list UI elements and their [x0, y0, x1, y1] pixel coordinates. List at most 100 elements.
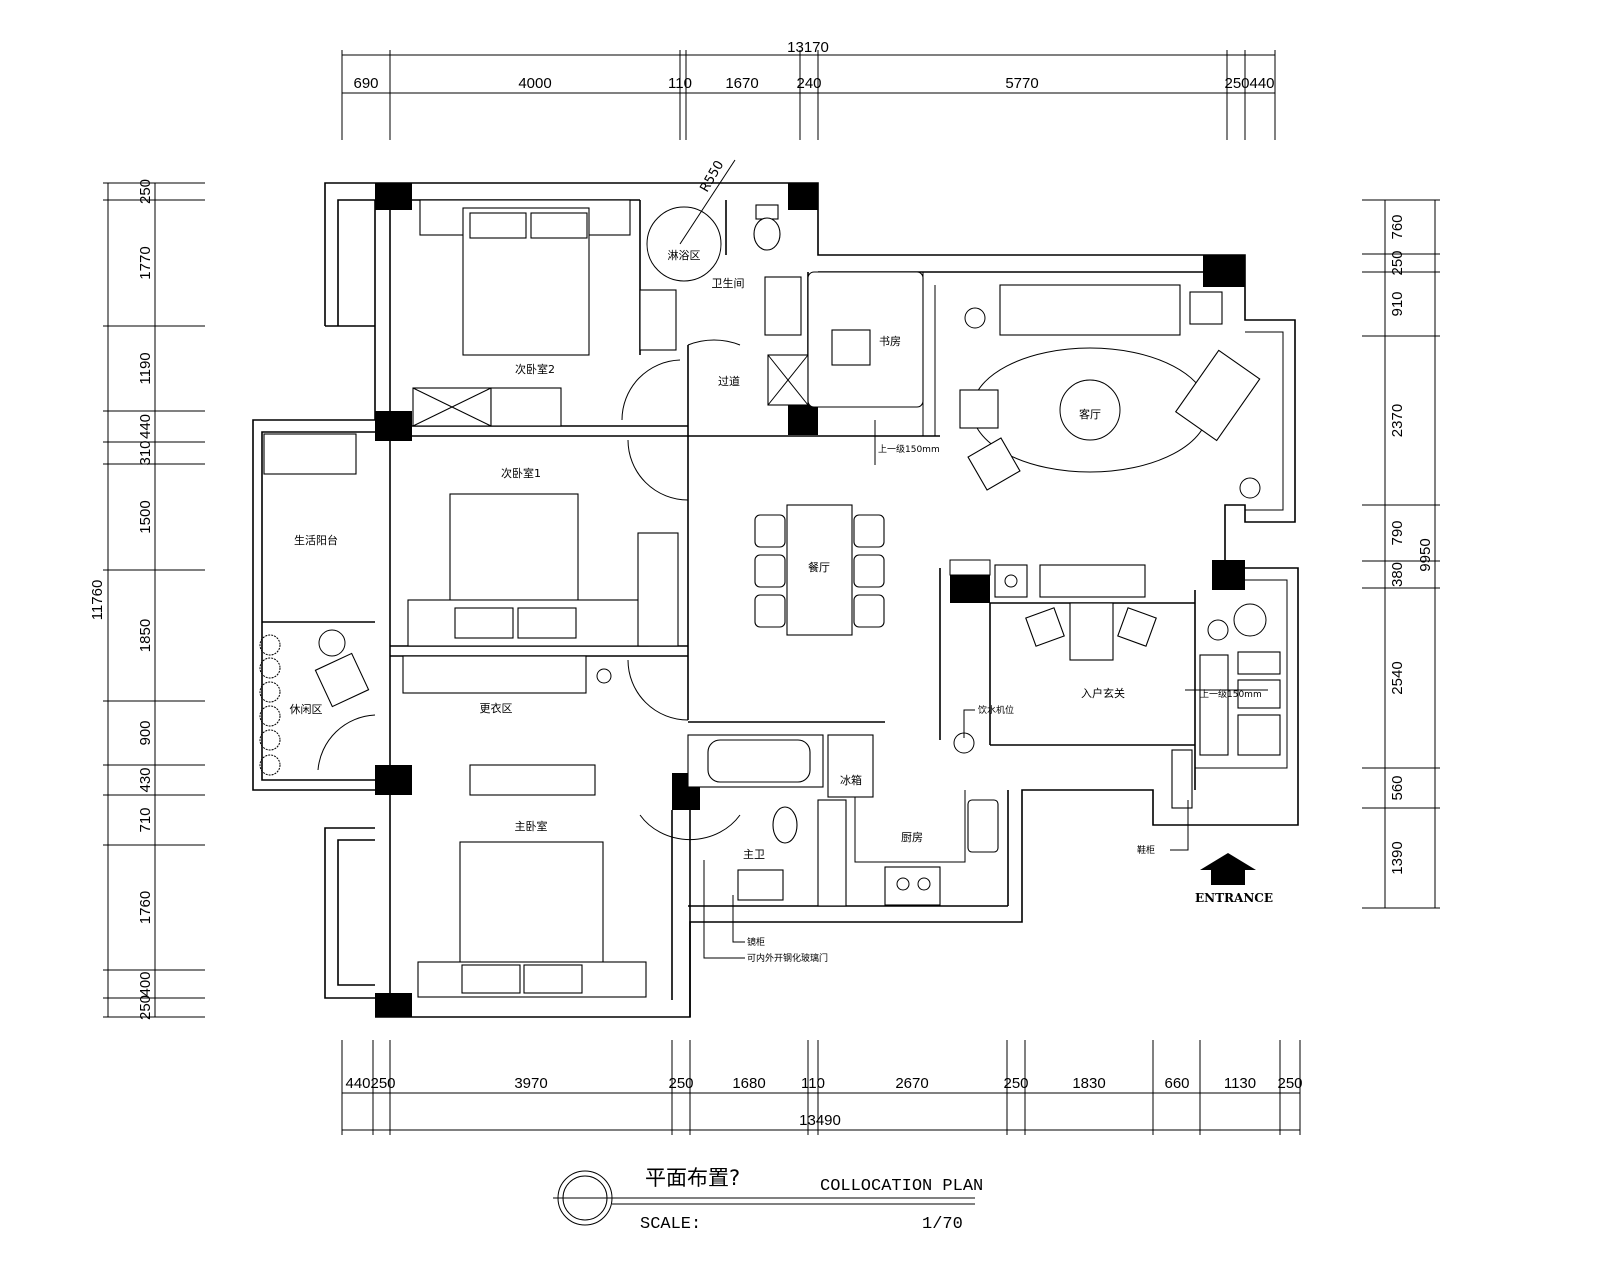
- coffee-table-icon: [1059, 379, 1121, 441]
- basin-icon: [737, 869, 784, 901]
- dim-left: 710: [137, 807, 154, 832]
- dim-top: 5770: [1005, 75, 1038, 92]
- plan-title-en: COLLOCATION PLAN: [820, 1177, 983, 1196]
- chair-icon: [853, 514, 885, 548]
- plan-title-cn: 平面布置?: [645, 1166, 740, 1190]
- chair-icon: [754, 554, 786, 588]
- chair-icon: [754, 594, 786, 628]
- entrance-label: ENTRANCE: [1195, 891, 1273, 905]
- room-label-kitchen: 厨房: [901, 831, 923, 844]
- dim-left: 250: [137, 179, 154, 204]
- entrance-arrow-icon: [1200, 853, 1256, 885]
- dim-bottom: 250: [370, 1075, 395, 1092]
- dim-bottom-total: 13490: [799, 1112, 841, 1129]
- dim-left: 1770: [137, 246, 154, 279]
- plant-icon: [259, 634, 281, 656]
- note-shoe-cabinet: 鞋柜: [1137, 844, 1155, 856]
- note-mirror-cabinet: 镜柜: [747, 936, 765, 948]
- dim-left: 250: [137, 995, 154, 1020]
- dim-top: 4000: [518, 75, 551, 92]
- wardrobe-icon: [637, 532, 679, 647]
- stove-icon: [884, 866, 941, 906]
- toilet-icon: [753, 217, 781, 251]
- dim-right: 790: [1389, 520, 1406, 545]
- floor-lamp-icon: [1239, 477, 1261, 499]
- room-label-dining: 餐厅: [808, 560, 830, 574]
- plant-icon: [259, 657, 281, 679]
- dim-right: 380: [1389, 562, 1406, 587]
- dim-right: 760: [1389, 214, 1406, 239]
- dim-left: 310: [137, 440, 154, 465]
- room-label-living: 客厅: [1079, 407, 1101, 421]
- room-labels: 次卧室2 淋浴区 卫生间 书房 过道 客厅 次卧室1 餐厅 生活阳台 休闲区 更…: [290, 249, 1126, 861]
- dim-right-total: 9950: [1417, 538, 1434, 571]
- dim-left: 1760: [137, 891, 154, 924]
- note-step-up: 上一级150mm: [878, 443, 940, 455]
- basin-icon: [764, 276, 802, 336]
- sink-icon: [967, 799, 999, 853]
- note-step-up: 上一级150mm: [1200, 688, 1262, 700]
- room-label-laundry-balcony: 生活阳台: [294, 533, 338, 547]
- dim-bottom: 1130: [1224, 1075, 1256, 1092]
- plant-icon: [259, 681, 281, 703]
- plant-icon: [259, 754, 281, 776]
- dim-bottom: 3970: [514, 1075, 547, 1092]
- bathtub-icon: [707, 739, 811, 783]
- dim-top: 240: [796, 75, 821, 92]
- dim-right: 560: [1389, 775, 1406, 800]
- dim-top: 690: [353, 75, 378, 92]
- title-block: 平面布置? COLLOCATION PLAN SCALE: 1/70: [553, 1166, 983, 1234]
- room-label-bathroom: 卫生间: [712, 276, 745, 290]
- room-label-foyer: 入户玄关: [1081, 686, 1125, 700]
- dim-left: 430: [137, 767, 154, 792]
- room-label-bedroom2: 次卧室2: [515, 362, 555, 376]
- dim-top-total: 13170: [787, 39, 829, 56]
- room-label-cloakroom: 更衣区: [480, 701, 513, 715]
- dim-right: 2540: [1389, 661, 1406, 694]
- dim-bottom: 660: [1164, 1075, 1189, 1092]
- shower-icon: [646, 206, 722, 282]
- dim-top: 250: [1224, 75, 1249, 92]
- dining-table-icon: [786, 504, 853, 636]
- dim-left: 400: [137, 971, 154, 996]
- dim-left: 1190: [137, 352, 154, 384]
- dim-right: 2370: [1389, 404, 1406, 437]
- room-label-study: 书房: [879, 335, 901, 348]
- dimension-bottom: 13490 440 250 3970 250 1680 110 2670 250…: [341, 1040, 1303, 1135]
- dim-bottom: 250: [1277, 1075, 1302, 1092]
- note-water-dispenser: 饮水机位: [978, 704, 1014, 716]
- dim-left: 900: [137, 720, 154, 745]
- scale-value: 1/70: [922, 1215, 963, 1234]
- chair-icon: [754, 514, 786, 548]
- dim-bottom: 250: [668, 1075, 693, 1092]
- structural-columns: [375, 183, 1245, 1017]
- dimension-top: 13170 690 4000 110 1670 240 5770 250 440: [341, 39, 1276, 140]
- fridge-icon: [827, 734, 874, 798]
- wardrobe-icon: [402, 655, 587, 694]
- room-label-fridge: 冰箱: [840, 773, 862, 787]
- dim-left: 1850: [137, 619, 154, 652]
- dim-right: 1390: [1389, 841, 1406, 874]
- dim-left: 440: [137, 414, 154, 439]
- dim-bottom: 250: [1003, 1075, 1028, 1092]
- dim-top: 440: [1249, 75, 1274, 92]
- dimension-left: 2501770119044031015001850900430710176040…: [89, 179, 205, 1020]
- plant-icon: [259, 729, 281, 751]
- scale-label: SCALE:: [640, 1215, 701, 1234]
- room-label-corridor: 过道: [718, 374, 740, 388]
- dim-right: 910: [1389, 291, 1406, 316]
- plant-icon: [259, 705, 281, 727]
- chair-icon: [853, 594, 885, 628]
- radius-label: R550: [697, 158, 727, 195]
- dim-left-total: 11760: [89, 580, 106, 621]
- room-label-leisure: 休闲区: [290, 702, 323, 716]
- dim-bottom: 1830: [1072, 1075, 1105, 1092]
- dim-top: 110: [668, 75, 692, 92]
- room-label-bedroom1: 次卧室1: [501, 466, 541, 480]
- annotations: 上一级150mm 上一级150mm 饮水机位 鞋柜 镜柜 可内外开钢化玻璃门 E…: [697, 158, 1273, 964]
- note-glass-door: 可内外开钢化玻璃门: [747, 952, 828, 964]
- room-label-master-bedroom: 主卧室: [515, 819, 548, 833]
- room-label-shower: 淋浴区: [668, 249, 701, 262]
